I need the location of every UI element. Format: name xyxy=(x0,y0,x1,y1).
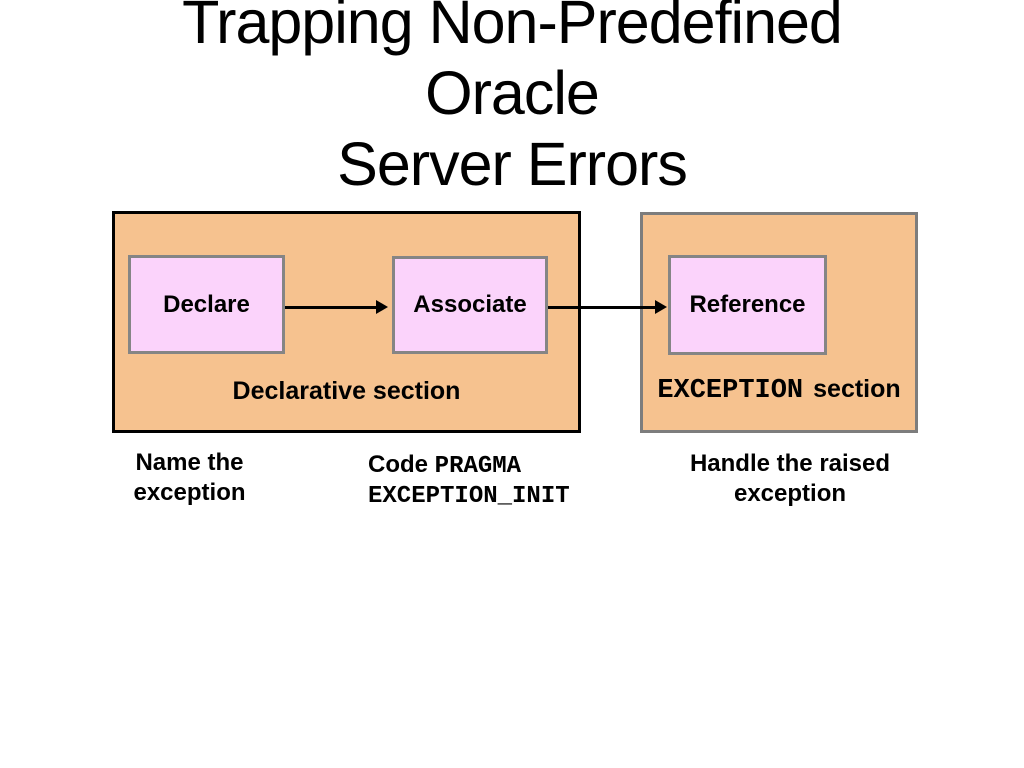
note-handle-line-1: Handle the raised xyxy=(689,450,891,477)
associate-label: Associate xyxy=(413,291,527,318)
slide-title: Trapping Non-Predefined Oracle Server Er… xyxy=(0,0,1024,200)
title-line-1: Trapping Non-Predefined xyxy=(182,0,843,56)
exception-caption-mono: EXCEPTION xyxy=(657,376,804,406)
note-handle-exception: Handle the raised exception xyxy=(640,449,940,509)
declare-label: Declare xyxy=(163,290,250,318)
reference-label: Reference xyxy=(689,291,806,318)
arrow-head-icon xyxy=(376,300,388,314)
note-code-sans: Code xyxy=(368,451,435,478)
reference-step-box: Reference xyxy=(668,255,827,355)
declarative-section-caption: Declarative section xyxy=(232,377,461,405)
exception-section-caption: EXCEPTION section xyxy=(640,375,918,406)
note-code-mono-pragma: PRAGMA xyxy=(434,453,522,480)
note-code-mono-exception-init: EXCEPTION_INIT xyxy=(368,483,570,510)
arrow-associate-to-reference-icon xyxy=(548,300,667,314)
arrow-declare-to-associate-icon xyxy=(285,300,388,314)
exception-caption-sans: section xyxy=(813,375,901,403)
note-code-line-1: Code PRAGMA xyxy=(368,450,570,482)
title-line-3: Server Errors xyxy=(337,130,688,198)
title-line-2: Oracle xyxy=(425,59,600,127)
note-handle-line-2: exception xyxy=(733,480,847,507)
declare-step-box: Declare xyxy=(128,255,285,354)
note-code-pragma: Code PRAGMA EXCEPTION_INIT xyxy=(368,450,570,512)
arrow-line xyxy=(548,305,655,309)
associate-step-box: Associate xyxy=(392,256,548,354)
note-name-line-1: Name the xyxy=(135,449,244,476)
arrow-line xyxy=(285,305,376,309)
note-name-exception: Name the exception xyxy=(112,448,267,508)
arrow-head-icon xyxy=(655,300,667,314)
note-name-line-2: exception xyxy=(133,479,246,506)
